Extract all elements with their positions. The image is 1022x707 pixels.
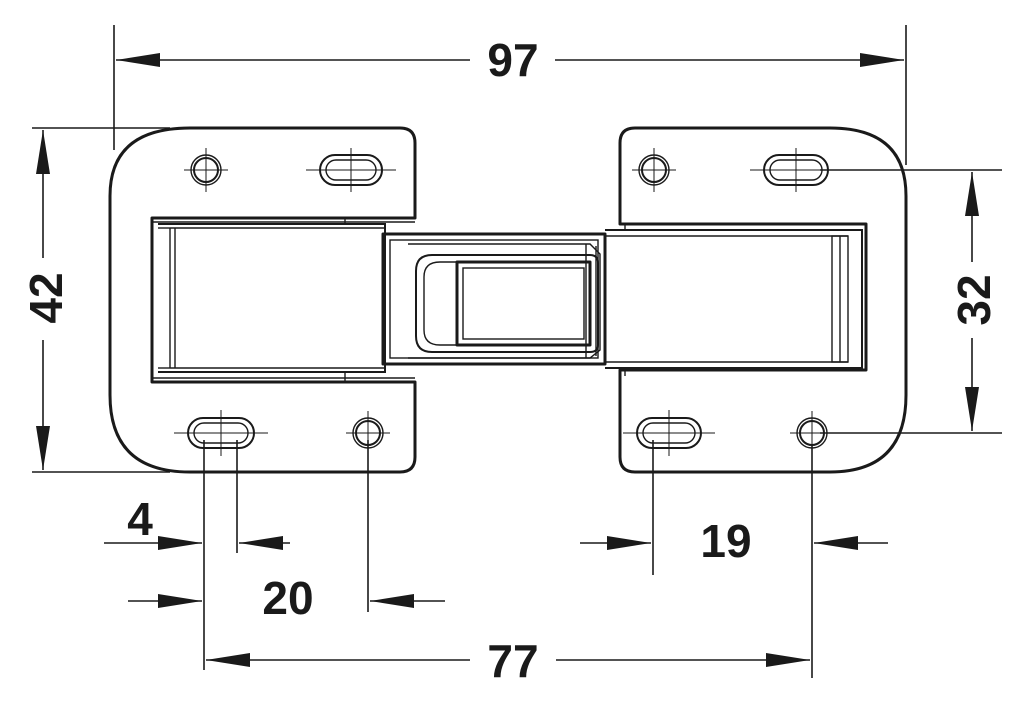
dim-32-label: 32 bbox=[948, 274, 1000, 325]
hole-right-bottom-slot bbox=[623, 410, 715, 456]
dim-77-label: 77 bbox=[487, 635, 538, 687]
dim-19-label: 19 bbox=[700, 515, 751, 567]
left-plate bbox=[108, 126, 417, 474]
hinge-linkage bbox=[158, 218, 863, 382]
right-plate bbox=[618, 126, 908, 474]
hole-left-bottom-round bbox=[346, 411, 390, 455]
hole-left-bottom-slot bbox=[174, 410, 268, 456]
dim-42-label: 42 bbox=[20, 272, 72, 323]
hole-right-bottom-round bbox=[790, 411, 834, 455]
left-plate-outline bbox=[108, 126, 417, 474]
dim-97-label: 97 bbox=[487, 34, 538, 86]
dimension-lines bbox=[36, 53, 979, 667]
right-plate-outline bbox=[618, 126, 908, 474]
dim-4-label: 4 bbox=[127, 493, 153, 545]
screw-holes bbox=[174, 148, 842, 456]
hole-right-top-slot bbox=[750, 148, 842, 192]
hole-left-top-slot bbox=[306, 148, 396, 192]
hole-right-top-round bbox=[632, 148, 676, 192]
dim-20-label: 20 bbox=[262, 572, 313, 624]
extension-lines bbox=[32, 25, 1002, 678]
hole-left-top-round bbox=[184, 148, 228, 192]
